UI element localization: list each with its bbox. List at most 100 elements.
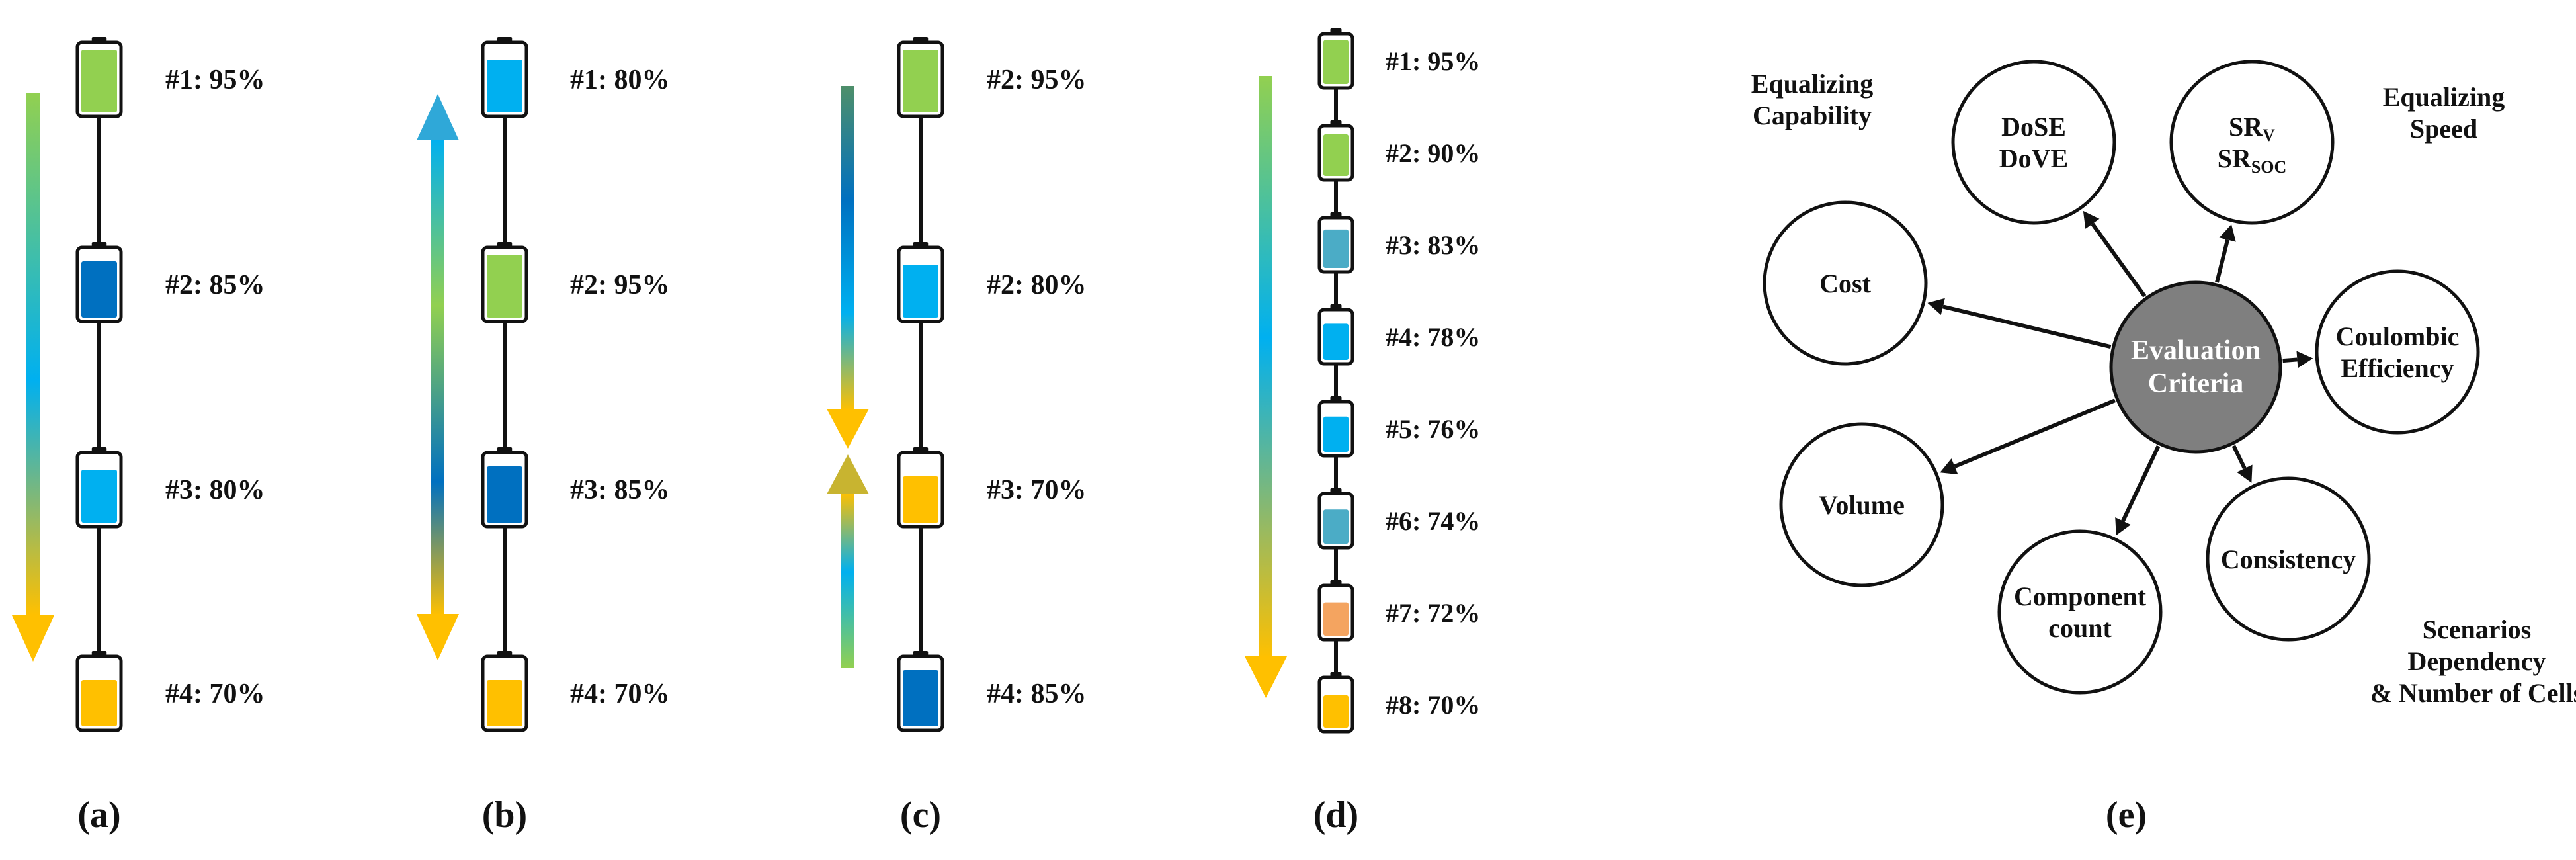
group-label-scenarios: Dependency (2408, 646, 2546, 676)
criteria-arrow (2115, 445, 2161, 536)
battery-cell (897, 242, 944, 323)
group-label-equalizing-capability: Equalizing (1751, 69, 1874, 99)
criterion-label: DoSE (2001, 112, 2066, 142)
battery-label: #1: 80% (570, 65, 670, 95)
battery-charge-fill (1323, 40, 1349, 84)
caption-c: (c) (900, 795, 941, 836)
battery-cell (897, 447, 944, 529)
panel-c: #2: 95%#2: 80%#3: 70%#4: 85%(c) (897, 37, 1087, 836)
battery-label: #4: 85% (987, 679, 1087, 709)
criteria-arrow (2083, 210, 2147, 298)
panel-d: #1: 95%#2: 90%#3: 83%#4: 78%#5: 76%#6: 7… (1313, 28, 1480, 836)
criterion-label: Component (2014, 581, 2147, 611)
arrow-panel-b (417, 94, 459, 660)
battery-charge-fill (81, 261, 117, 318)
battery-cell (1317, 304, 1354, 366)
battery-label: #8: 70% (1386, 690, 1480, 720)
battery-cell (481, 242, 528, 323)
criterion-label: Volume (1819, 490, 1905, 520)
battery-label: #4: 70% (165, 679, 265, 709)
caption-d: (d) (1313, 795, 1358, 836)
hub-label: Criteria (2148, 368, 2244, 399)
battery-label: #6: 74% (1386, 506, 1480, 536)
battery-charge-fill (903, 265, 938, 318)
battery-cell (481, 37, 528, 118)
caption-a: (a) (77, 795, 120, 836)
criteria-arrow (2231, 445, 2253, 483)
criterion-label: Consistency (2221, 544, 2356, 574)
group-label-equalizing-speed: Speed (2410, 114, 2477, 144)
battery-label: #5: 76% (1386, 414, 1480, 444)
criterion-label: Coulombic (2336, 322, 2460, 351)
battery-cell (75, 447, 123, 529)
battery-cell (1317, 120, 1354, 182)
battery-cell (481, 651, 528, 732)
battery-panels: #1: 95% #2: 85% #3: 80% #4: 70% (a) #1: 80% #2… (75, 28, 1480, 836)
battery-charge-fill (903, 670, 938, 726)
battery-cell (1317, 212, 1354, 274)
battery-cell (1317, 396, 1354, 458)
arrow-panel-a (12, 93, 54, 662)
battery-label: #2: 95% (570, 270, 670, 300)
battery-charge-fill (487, 680, 522, 726)
group-label-scenarios: Scenarios (2423, 615, 2531, 644)
battery-cell (75, 37, 123, 118)
criterion-label: DoVE (1999, 144, 2068, 173)
battery-label: #2: 90% (1386, 138, 1480, 168)
battery-charge-fill (487, 466, 522, 523)
battery-charge-fill (81, 50, 117, 112)
battery-label: #2: 85% (165, 270, 265, 300)
criteria-arrow (1940, 398, 2116, 475)
battery-label: #3: 85% (570, 475, 670, 505)
hub-label: Evaluation (2131, 335, 2261, 366)
battery-charge-fill (1323, 509, 1349, 544)
battery-charge-fill (903, 50, 938, 112)
battery-label: #3: 83% (1386, 230, 1480, 260)
caption-b: (b) (482, 795, 527, 836)
criterion-label: count (2048, 613, 2112, 643)
battery-charge-fill (1323, 323, 1349, 360)
criterion-volume: Volume (1779, 422, 1944, 587)
caption-e: (e) (2106, 795, 2147, 836)
battery-charge-fill (487, 60, 522, 112)
battery-charge-fill (1323, 695, 1349, 728)
criteria-arrow (2282, 351, 2313, 368)
panel-a: #1: 95% #2: 85% #3: 80% #4: 70% (a) (75, 37, 265, 836)
criterion-label: SRSOC (2218, 144, 2287, 177)
battery-charge-fill (1323, 602, 1349, 636)
battery-charge-fill (1323, 229, 1349, 268)
criteria-arrow (2215, 224, 2236, 283)
battery-cell (1317, 580, 1354, 642)
battery-label: #4: 70% (570, 679, 670, 709)
criterion-cost: Cost (1763, 200, 1928, 366)
battery-cell (897, 37, 944, 118)
battery-charge-fill (487, 255, 522, 318)
criterion-label: Efficiency (2341, 353, 2454, 383)
battery-label: #1: 95% (165, 65, 265, 95)
battery-charge-fill (1323, 134, 1349, 176)
battery-cell (75, 242, 123, 323)
battery-label: #3: 70% (987, 475, 1087, 505)
criterion-consistency: Consistency (2206, 476, 2371, 642)
battery-cell (1317, 488, 1354, 550)
criterion-label: Cost (1819, 269, 1871, 298)
battery-cell (481, 447, 528, 529)
battery-cell (1317, 672, 1354, 734)
battery-charge-fill (81, 470, 117, 523)
battery-cell (1317, 28, 1354, 90)
group-label-scenarios: & Number of Cells (2370, 678, 2576, 708)
battery-charge-fill (903, 476, 938, 523)
criteria-arrow (1927, 298, 2112, 349)
panel-b: #1: 80% #2: 95% #3: 85% #4: 70% (b) (481, 37, 670, 836)
battery-label: #3: 80% (165, 475, 265, 505)
battery-label: #7: 72% (1386, 598, 1480, 628)
group-label-equalizing-capability: Capability (1753, 101, 1872, 130)
battery-cell (75, 651, 123, 732)
battery-label: #2: 80% (987, 270, 1087, 300)
